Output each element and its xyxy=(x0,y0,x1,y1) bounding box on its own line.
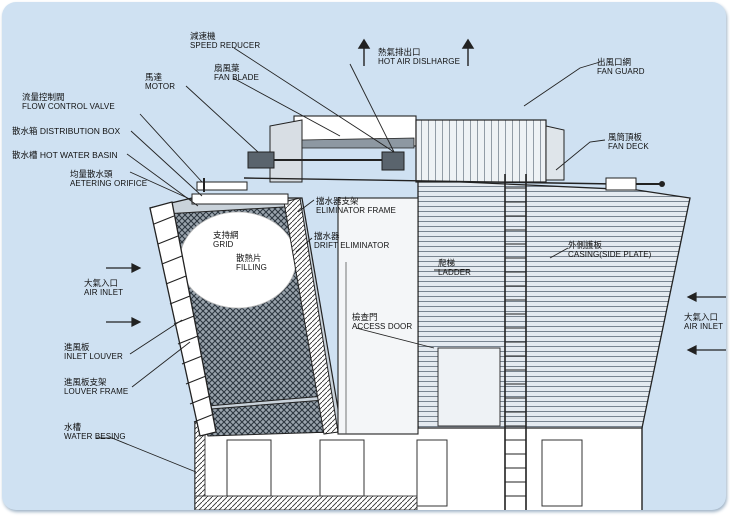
leader-lines xyxy=(96,47,606,473)
label-en: MOTOR xyxy=(145,82,176,91)
label-grid: 支持網 GRID xyxy=(213,230,239,250)
inlet-louver xyxy=(149,201,217,437)
label-zh: 擋水器支架 xyxy=(316,196,359,206)
label-zh: 散水箱 xyxy=(12,126,38,136)
cooling-tower-drawing xyxy=(96,38,726,510)
label-distribution-box: 散水箱 DISTRIBUTION BOX xyxy=(12,126,120,136)
label-en: AETERING ORIFICE xyxy=(70,179,148,188)
label-access-door: 檢查門 ACCESS DOOR xyxy=(352,312,412,332)
label-zh: 馬達 xyxy=(145,72,163,82)
air-inlet-arrows xyxy=(106,263,726,355)
label-water-basin: 水槽 WATER BESING xyxy=(64,422,126,442)
label-en: LADDER xyxy=(438,268,472,277)
label-fan-guard: 出風口網 FAN GUARD xyxy=(597,57,645,77)
label-zh: 散熱片 xyxy=(236,253,262,263)
label-air-inlet-left: 大氣入口 AIR INLET xyxy=(84,278,123,298)
label-en: DRIFT ELIMINATOR xyxy=(314,241,390,250)
label-en: HOT WATER BASIN xyxy=(39,150,118,160)
label-zh: 水槽 xyxy=(64,422,82,432)
label-casing: 外側護板 CASING(SIDE PLATE) xyxy=(568,240,651,260)
label-zh: 進風板 xyxy=(64,342,90,352)
label-zh: 檢查門 xyxy=(352,312,378,322)
label-en: WATER BESING xyxy=(64,432,126,441)
label-hot-air: 熱氣排出口 HOT AIR DISLHARGE xyxy=(378,47,460,67)
label-hot-water-basin: 散水槽 HOT WATER BASIN xyxy=(12,150,118,160)
label-eliminator-frame: 擋水器支架 ELIMINATOR FRAME xyxy=(316,196,396,216)
label-metering-orifice: 均量散水頭 AETERING ORIFICE xyxy=(70,169,147,189)
label-flow-control-valve: 流量控制閥 FLOW CONTROL VALVE xyxy=(22,92,115,112)
label-en: CASING(SIDE PLATE) xyxy=(568,250,652,259)
label-ladder: 爬梯 LADDER xyxy=(438,258,471,278)
label-en: FAN BLADE xyxy=(214,73,259,82)
label-en: AIR INLET xyxy=(684,322,724,331)
label-zh: 大氣入口 xyxy=(84,278,119,288)
label-en: SPEED REDUCER xyxy=(190,41,261,50)
label-combined: 散水箱 DISTRIBUTION BOX xyxy=(12,126,120,136)
label-zh: 扇風葉 xyxy=(214,63,240,73)
label-air-inlet-right: 大氣入口 AIR INLET xyxy=(684,312,723,332)
label-motor: 馬達 MOTOR xyxy=(145,72,175,92)
label-zh: 進風板支架 xyxy=(64,377,107,387)
label-en: FILLING xyxy=(236,263,267,272)
label-en: GRID xyxy=(213,240,234,249)
label-en: LOUVER FRAME xyxy=(64,387,129,396)
label-zh: 大氣入口 xyxy=(684,312,719,322)
label-fan-deck: 風筒頂板 FAN DECK xyxy=(608,132,649,152)
label-en: HOT AIR DISLHARGE xyxy=(378,57,461,66)
label-zh: 出風口網 xyxy=(597,57,632,67)
plenum xyxy=(337,197,501,435)
label-zh: 風筒頂板 xyxy=(608,132,643,142)
label-zh: 流量控制閥 xyxy=(22,92,65,102)
label-drift-eliminator: 擋水器 DRIFT ELIMINATOR xyxy=(314,231,389,251)
label-zh: 擋水器 xyxy=(314,231,340,241)
label-zh: 減速機 xyxy=(190,31,216,41)
diagram-panel: 減速機 SPEED REDUCER 熱氣排出口 HOT AIR DISLHARG… xyxy=(2,2,726,510)
piping xyxy=(191,151,665,205)
label-en: FLOW CONTROL VALVE xyxy=(22,102,115,111)
label-louver-frame: 進風板支架 LOUVER FRAME xyxy=(64,377,128,397)
label-zh: 熱氣排出口 xyxy=(378,47,421,57)
label-zh: 散水槽 xyxy=(12,150,38,160)
hot-air-arrows xyxy=(357,38,475,66)
label-en: DISTRIBUTION BOX xyxy=(39,126,121,136)
label-inlet-louver: 進風板 INLET LOUVER xyxy=(64,342,123,362)
label-en: FAN DECK xyxy=(608,142,649,151)
water-basin xyxy=(194,421,643,510)
label-combined: 散水槽 HOT WATER BASIN xyxy=(12,150,118,160)
label-en: ACCESS DOOR xyxy=(352,322,413,331)
label-en: ELIMINATOR FRAME xyxy=(316,206,396,215)
label-zh: 爬梯 xyxy=(438,258,456,268)
fan-stack xyxy=(243,115,617,185)
label-en: INLET LOUVER xyxy=(64,352,123,361)
label-filling: 散熱片 FILLING xyxy=(236,253,267,273)
ladder xyxy=(504,174,527,510)
label-en: AIR INLET xyxy=(84,288,124,297)
label-speed-reducer: 減速機 SPEED REDUCER xyxy=(190,31,260,51)
label-zh: 外側護板 xyxy=(568,240,603,250)
label-zh: 支持網 xyxy=(213,230,239,240)
label-zh: 均量散水頭 xyxy=(70,169,113,179)
label-en: FAN GUARD xyxy=(597,67,645,76)
label-fan-blade: 扇風葉 FAN BLADE xyxy=(214,63,259,83)
